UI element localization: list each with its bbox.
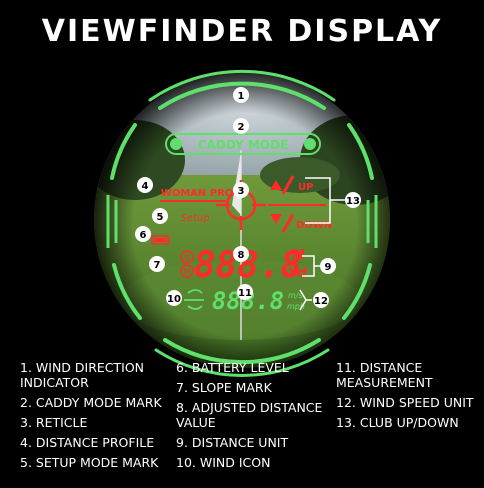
legend-column-2: 6. BATTERY LEVEL 7. SLOPE MARK 8. ADJUST… <box>176 360 336 475</box>
callout-7: 7 <box>149 256 165 272</box>
callout-5: 5 <box>152 208 168 224</box>
svg-text:8: 8 <box>238 250 245 261</box>
setup-mode-mark: Setup <box>180 213 209 224</box>
legend-item: 11. DISTANCE MEASUREMENT <box>336 360 481 390</box>
callout-8: 8 <box>233 246 249 262</box>
club-down-label: DOWN <box>296 220 332 231</box>
legend-item: 5. SETUP MODE MARK <box>20 455 170 470</box>
svg-text:8: 8 <box>184 254 190 264</box>
svg-text:2: 2 <box>238 122 245 133</box>
svg-text:11: 11 <box>238 288 252 299</box>
caddy-mode-label: CADDY MODE <box>198 138 288 152</box>
callout-10: 10 <box>166 290 182 306</box>
legend-item: 8. ADJUSTED DISTANCE VALUE <box>176 400 336 430</box>
legend-column-1: 1. WIND DIRECTION INDICATOR 2. CADDY MOD… <box>20 360 170 475</box>
legend-item: 6. BATTERY LEVEL <box>176 360 336 375</box>
legend-item: 10. WIND ICON <box>176 455 336 470</box>
callout-3: 3 <box>233 182 249 198</box>
svg-text:13: 13 <box>346 196 360 207</box>
legend-item: 1. WIND DIRECTION INDICATOR <box>20 360 170 390</box>
course-view <box>85 70 410 380</box>
legend-item: 13. CLUB UP/DOWN <box>336 415 481 430</box>
wind-speed-unit-ms: m/s <box>288 291 303 300</box>
callout-1: 1 <box>233 87 249 103</box>
distance-profile: WOMAN PRO <box>161 188 234 199</box>
svg-text:4: 4 <box>142 181 149 192</box>
svg-text:1: 1 <box>238 91 245 102</box>
svg-text:10: 10 <box>167 294 181 305</box>
legend-column-3: 11. DISTANCE MEASUREMENT 12. WIND SPEED … <box>336 360 481 435</box>
caddy-right-icon <box>304 138 316 150</box>
callout-6: 6 <box>135 226 151 242</box>
legend-item: 3. RETICLE <box>20 415 170 430</box>
callout-11: 11 <box>237 284 253 300</box>
svg-text:5: 5 <box>157 212 164 223</box>
callout-13: 13 <box>345 192 361 208</box>
legend-item: 12. WIND SPEED UNIT <box>336 395 481 410</box>
club-up-label: UP <box>298 182 313 193</box>
callout-9: 9 <box>320 258 336 274</box>
callout-12: 12 <box>313 292 329 308</box>
legend-item: 7. SLOPE MARK <box>176 380 336 395</box>
svg-text:7: 7 <box>154 260 161 271</box>
callout-4: 4 <box>137 177 153 193</box>
legend-item: 2. CADDY MODE MARK <box>20 395 170 410</box>
svg-text:12: 12 <box>314 296 328 307</box>
distance-unit-yd: Yd <box>288 266 307 281</box>
legend-item: 4. DISTANCE PROFILE <box>20 435 170 450</box>
svg-text:M: M <box>184 267 191 276</box>
caddy-left-icon <box>170 138 182 150</box>
svg-text:6: 6 <box>140 230 147 241</box>
legend-item: 9. DISTANCE UNIT <box>176 435 336 450</box>
svg-text:9: 9 <box>325 262 332 273</box>
callout-2: 2 <box>233 118 249 134</box>
svg-text:3: 3 <box>238 186 245 197</box>
